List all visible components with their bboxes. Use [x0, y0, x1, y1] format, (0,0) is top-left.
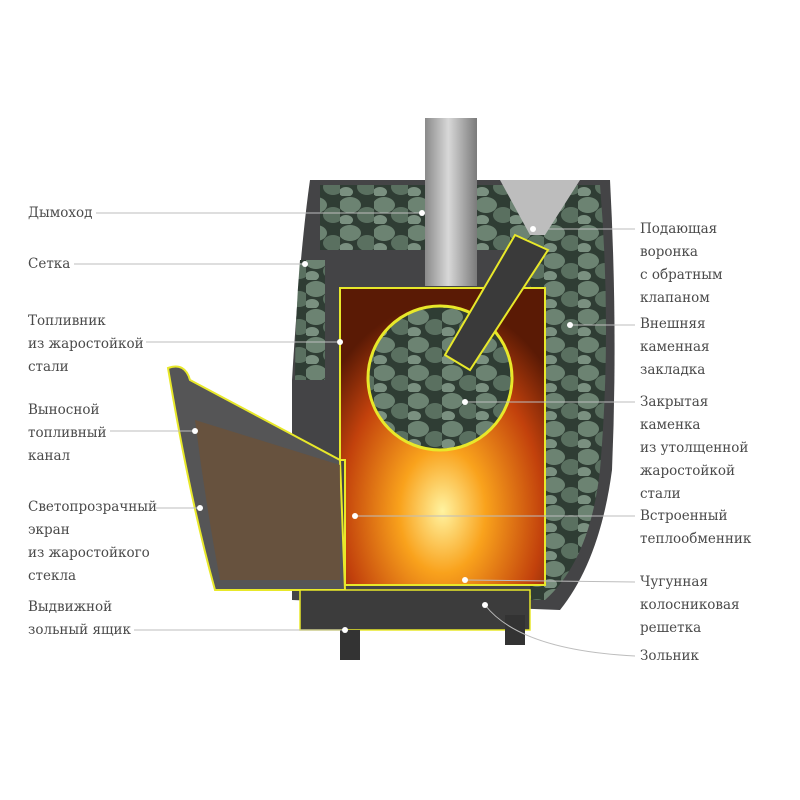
- label-ash-pit: Зольник: [640, 648, 699, 664]
- label-chimney: Дымоход: [28, 205, 93, 221]
- funnel: [500, 180, 580, 235]
- leader-dots: [192, 210, 573, 633]
- leader-lines: [74, 212, 636, 657]
- funnel-pipe: [443, 233, 550, 372]
- label-mesh: Сетка: [28, 256, 71, 272]
- chimney-pipe: [425, 118, 477, 286]
- ash-drawer: [299, 589, 531, 631]
